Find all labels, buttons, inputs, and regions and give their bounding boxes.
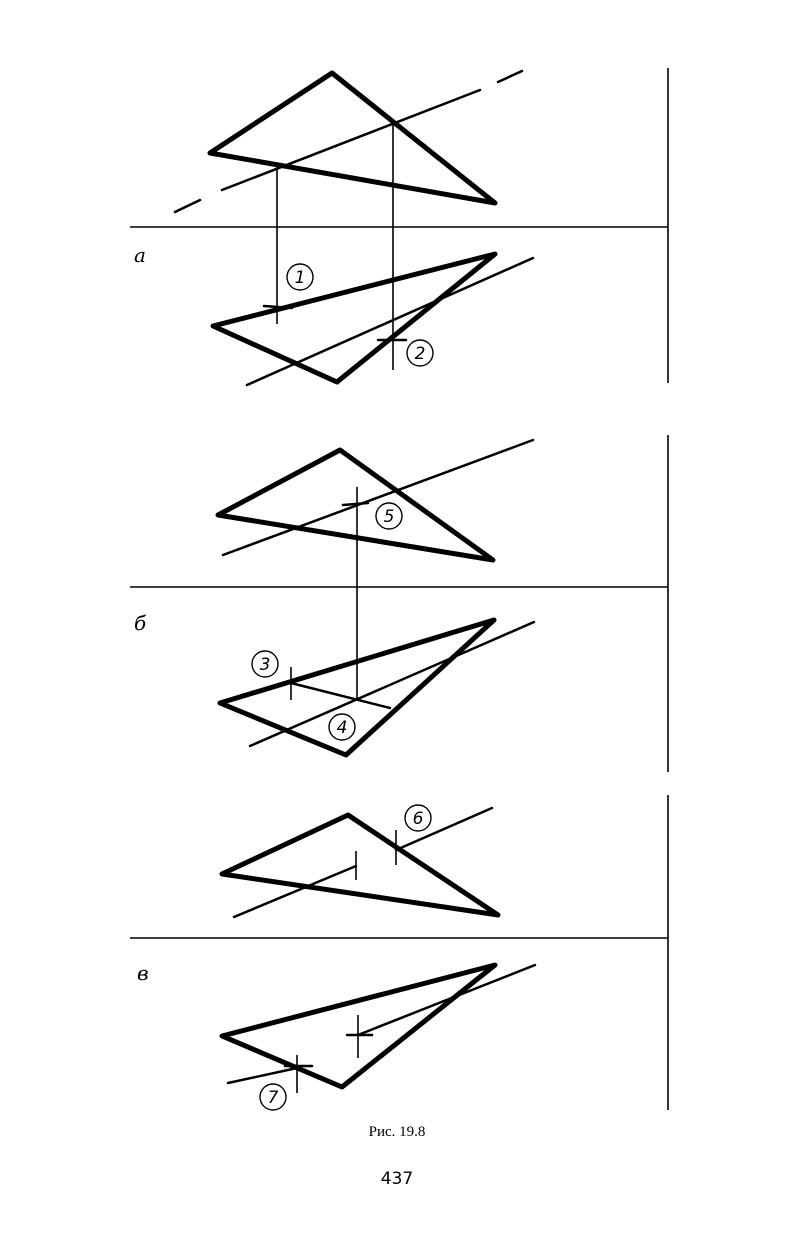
triangle-front — [215, 447, 496, 563]
panel-a: а 1 2 — [130, 68, 669, 387]
point-label: 3 — [260, 655, 271, 675]
line-top — [245, 256, 535, 387]
line-top-visible — [226, 1066, 299, 1085]
page-number: 437 — [380, 1169, 414, 1189]
line-front — [221, 438, 535, 557]
triangle-front — [207, 70, 498, 206]
line-dashed-end — [173, 198, 202, 214]
point-label: 4 — [337, 718, 348, 738]
point-label: 7 — [268, 1088, 279, 1108]
line-front-visible — [232, 864, 358, 919]
figure-caption: Рис. 19.8 — [368, 1124, 426, 1140]
point-label: 1 — [295, 268, 306, 288]
tick-mark — [341, 501, 370, 507]
line-front-visible — [394, 806, 494, 852]
point-marker — [406, 339, 434, 367]
point-marker — [259, 1083, 287, 1111]
line-dashed-end — [496, 69, 524, 84]
panel-v: 6 в 7 — [130, 795, 669, 1111]
line-front — [220, 88, 482, 192]
point-marker — [404, 804, 432, 832]
point-marker — [251, 650, 279, 678]
auxiliary-line — [289, 681, 392, 710]
point-label: 5 — [384, 507, 395, 527]
triangle-top — [219, 962, 498, 1090]
point-label: 2 — [415, 344, 426, 364]
triangle-front — [219, 812, 501, 918]
point-marker — [375, 502, 403, 530]
panel-label: а — [134, 243, 146, 267]
tick-mark — [262, 304, 294, 310]
triangle-top — [217, 617, 497, 758]
triangle-top — [210, 251, 498, 385]
line-top — [248, 620, 536, 748]
point-marker — [328, 713, 356, 741]
panel-label: в — [137, 961, 149, 985]
point-marker — [286, 263, 314, 291]
panel-b: 5 б 3 4 — [130, 435, 669, 772]
point-label: 6 — [413, 809, 424, 829]
line-top-visible — [356, 963, 537, 1037]
panel-label: б — [134, 611, 147, 635]
